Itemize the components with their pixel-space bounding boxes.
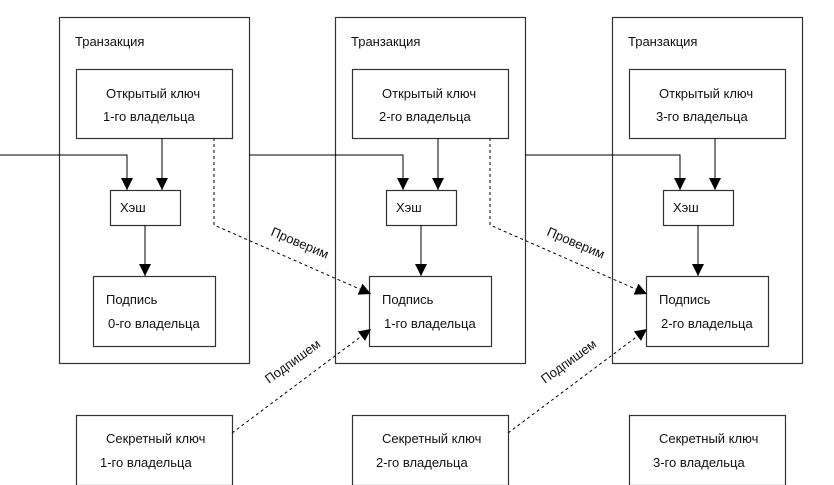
public-key-owner: 3-го владельца	[656, 109, 748, 124]
signature-owner: 2-го владельца	[661, 316, 753, 331]
chain-link-arrow	[249, 154, 409, 190]
transaction-title: Транзакция	[628, 34, 697, 49]
secret-key-label: Секретный ключ	[659, 431, 758, 446]
public-key-box	[628, 68, 787, 140]
public-key-box	[75, 68, 234, 140]
verify-arrow	[213, 138, 372, 295]
public-key-label: Открытый ключ	[382, 86, 476, 101]
hash-label: Хэш	[673, 200, 699, 215]
chain-input-arrow	[0, 154, 133, 190]
secret-key-owner: 1-го владельца	[100, 455, 192, 470]
signature-label: Подпись	[659, 292, 711, 307]
public-key-owner: 1-го владельца	[103, 109, 195, 124]
public-key-label: Открытый ключ	[106, 86, 200, 101]
hash-label: Хэш	[396, 200, 422, 215]
public-key-label: Открытый ключ	[659, 86, 753, 101]
secret-key-owner: 3-го владельца	[653, 455, 745, 470]
verify-label: Проверим	[545, 224, 607, 262]
sign-arrow	[507, 328, 648, 434]
secret-key-label: Секретный ключ	[106, 431, 205, 446]
sign-label: Подпишем	[538, 336, 599, 386]
sign-label: Подпишем	[262, 336, 323, 386]
transaction-title: Транзакция	[351, 34, 420, 49]
chain-link-arrow	[525, 154, 686, 190]
public-key-box	[351, 68, 510, 140]
signature-box	[92, 275, 217, 348]
signature-box	[368, 275, 493, 348]
signature-label: Подпись	[106, 292, 158, 307]
secret-key-block: Секретный ключ 2-го владельца	[351, 414, 510, 485]
transaction-title: Транзакция	[75, 34, 144, 49]
secret-key-owner: 2-го владельца	[376, 455, 468, 470]
signature-owner: 0-го владельца	[108, 316, 200, 331]
secret-key-block: Секретный ключ 1-го владельца	[75, 414, 234, 485]
secret-key-block: Секретный ключ 3-го владельца	[628, 414, 787, 485]
secret-key-label: Секретный ключ	[382, 431, 481, 446]
signature-owner: 1-го владельца	[384, 316, 476, 331]
sign-arrow	[231, 328, 372, 434]
hash-box	[109, 189, 182, 227]
hash-label: Хэш	[120, 200, 146, 215]
signature-label: Подпись	[382, 292, 434, 307]
signature-box	[645, 275, 770, 348]
verify-label: Проверим	[269, 224, 331, 262]
hash-box	[662, 189, 735, 227]
public-key-owner: 2-го владельца	[379, 109, 471, 124]
verify-arrow	[489, 138, 648, 295]
secret-key-box	[75, 414, 234, 485]
hash-box	[385, 189, 458, 227]
secret-key-box	[351, 414, 510, 485]
secret-key-box	[628, 414, 787, 485]
